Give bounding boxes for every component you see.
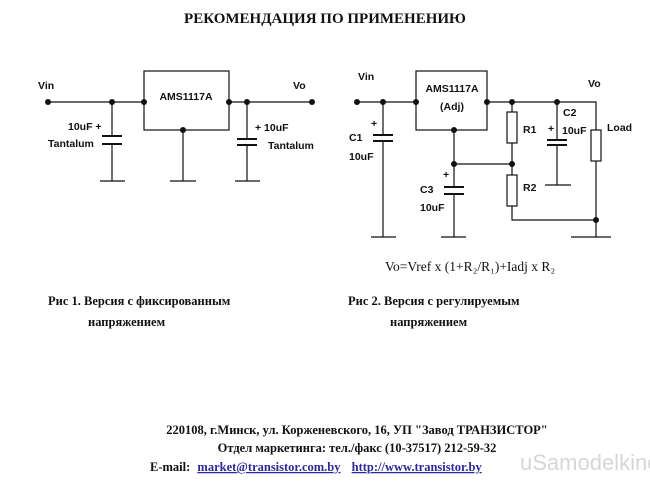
capacitor-plates bbox=[102, 135, 257, 146]
fig1-schematic: Vin Vo AMS1117A 10uF + Tantalum + 10uF T… bbox=[38, 70, 315, 182]
load-label: Load bbox=[607, 122, 632, 134]
r2-label: R2 bbox=[523, 182, 537, 194]
watermark: uSamodelkino.ru bbox=[520, 450, 650, 475]
chip-label: AMS1117A bbox=[425, 83, 479, 95]
vo-label: Vo bbox=[293, 80, 306, 92]
c1-label: C1 bbox=[349, 132, 363, 144]
c1-plus: + bbox=[371, 118, 377, 130]
cin-type: Tantalum bbox=[48, 138, 94, 150]
c2-label: C2 bbox=[563, 107, 577, 119]
c2-plus: + bbox=[548, 123, 554, 135]
email-link[interactable]: market@transistor.com.by bbox=[197, 460, 341, 474]
r1-resistor bbox=[506, 111, 518, 144]
page-title: РЕКОМЕНДАЦИЯ ПО ПРИМЕНЕНИЮ bbox=[184, 11, 466, 27]
chip-label: AMS1117A bbox=[159, 91, 213, 103]
footer-address: 220108, г.Минск, ул. Корженевского, 16, … bbox=[166, 423, 548, 437]
vin-label: Vin bbox=[358, 71, 374, 83]
load-resistor bbox=[590, 129, 602, 162]
r1-label: R1 bbox=[523, 124, 537, 136]
c3-plus: + bbox=[443, 169, 449, 181]
chip-sublabel: (Adj) bbox=[440, 101, 464, 113]
fig2-caption-line1: Рис 2. Версия с регулируемым bbox=[348, 294, 520, 308]
c2-value: 10uF bbox=[562, 125, 587, 137]
cin-value: 10uF + bbox=[68, 121, 102, 133]
formula: Vo=Vref x (1+R₂/R₁)+Iadj x R₂ bbox=[385, 259, 555, 274]
website-link[interactable]: http://www.transistor.by bbox=[352, 460, 483, 474]
c1-value: 10uF bbox=[349, 151, 374, 163]
fig2-caption-line2: напряжением bbox=[390, 315, 468, 329]
vo-label: Vo bbox=[588, 78, 601, 90]
fig1-caption-line2: напряжением bbox=[88, 315, 166, 329]
c3-value: 10uF bbox=[420, 202, 445, 214]
r2-resistor bbox=[506, 174, 518, 207]
fig1-caption-line1: Рис 1. Версия с фиксированным bbox=[48, 294, 231, 308]
capacitor-plates bbox=[373, 134, 567, 195]
c3-label: C3 bbox=[420, 184, 434, 196]
cout-type: Tantalum bbox=[268, 140, 314, 152]
fig2-schematic: Vin Vo AMS1117A (Adj) + C1 10uF C2 10uF … bbox=[349, 70, 632, 238]
cout-value: + 10uF bbox=[255, 122, 289, 134]
footer-marketing: Отдел маркетинга: тел./факс (10-37517) 2… bbox=[218, 441, 497, 455]
vin-label: Vin bbox=[38, 80, 54, 92]
footer-email-line: E-mail: market@transistor.com.by http://… bbox=[150, 460, 482, 474]
email-label: E-mail: bbox=[150, 460, 190, 474]
